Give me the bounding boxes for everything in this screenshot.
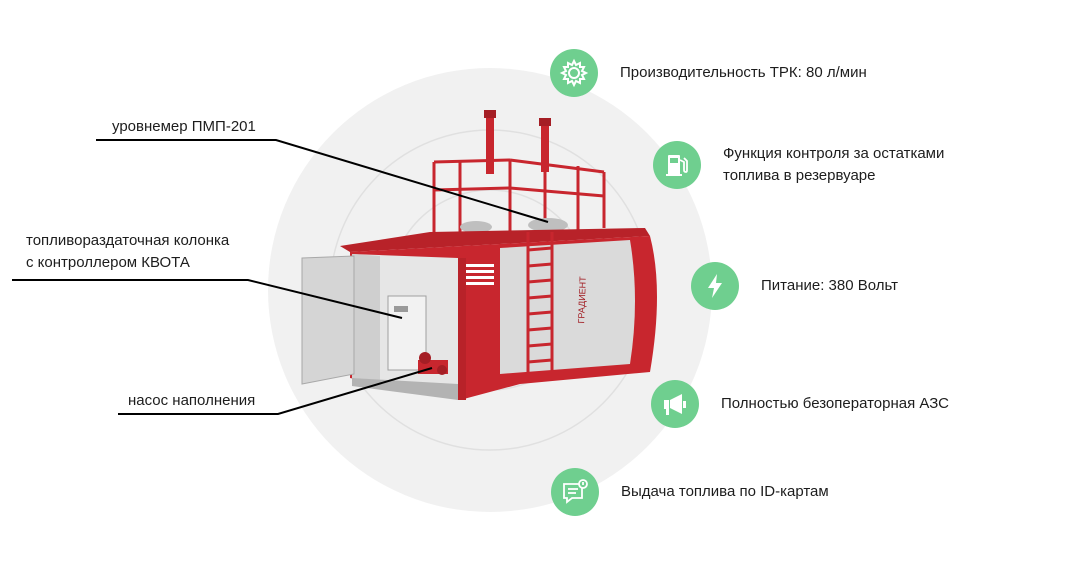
gear-icon [550,49,598,97]
callout-dispenser-line1: топливораздаточная колонка [26,232,230,249]
megaphone-icon [651,380,699,428]
feature-unattended-label: Полностью безоператорная АЗС [721,395,949,412]
leader-line-level-gauge [96,139,549,223]
fuel-pump-icon [653,141,701,189]
tank-panel-main [500,240,635,374]
compartment-door-right [458,258,466,400]
feature-power-label: Питание: 380 Вольт [761,277,899,294]
callout-pump: насос наполнения [128,392,256,409]
callout-level-gauge: уровнемер ПМП-201 [112,118,256,135]
tank-ladder [526,232,554,378]
feature-fuel-control-line2: топлива в резервуаре [723,167,876,184]
tank-top-edge [340,228,650,252]
compartment-wall [352,254,380,380]
feature-power: Питание: 380 Вольт [691,262,898,310]
tank-brand-mark: ГРАДИЕНТ [576,276,588,324]
feature-throughput-label: Производительность ТРК: 80 л/мин [620,64,867,81]
vent-pipes [484,110,551,174]
feature-unattended: Полностью безоператорная АЗС [651,380,949,428]
chat-alert-icon [551,468,599,516]
manhole-left [460,221,492,233]
leader-line-dispenser [12,279,403,319]
tank-railing [432,158,606,235]
feature-id-cards: Выдача топлива по ID-картам [551,468,829,516]
fuel-tank-container: ГРАДИЕНТ [301,110,657,400]
callout-dispenser: топливораздаточная колонка с контроллеро… [26,230,229,274]
vent-grille [466,264,494,285]
callout-dispenser-line2: с контроллером КВОТА [26,254,190,271]
manhole-right [528,218,568,232]
dispenser-display [394,306,408,312]
leader-line-pump [118,367,433,415]
feature-fuel-control-line1: Функция контроля за остатками [723,145,945,162]
feature-id-cards-label: Выдача топлива по ID-картам [621,483,829,500]
feature-fuel-control-label: Функция контроля за остатками топлива в … [723,143,944,187]
feature-throughput: Производительность ТРК: 80 л/мин [550,49,867,97]
feature-fuel-control: Функция контроля за остатками топлива в … [653,141,944,189]
lightning-icon [691,262,739,310]
leader-lines [12,139,549,415]
compartment-door-open [301,255,355,385]
